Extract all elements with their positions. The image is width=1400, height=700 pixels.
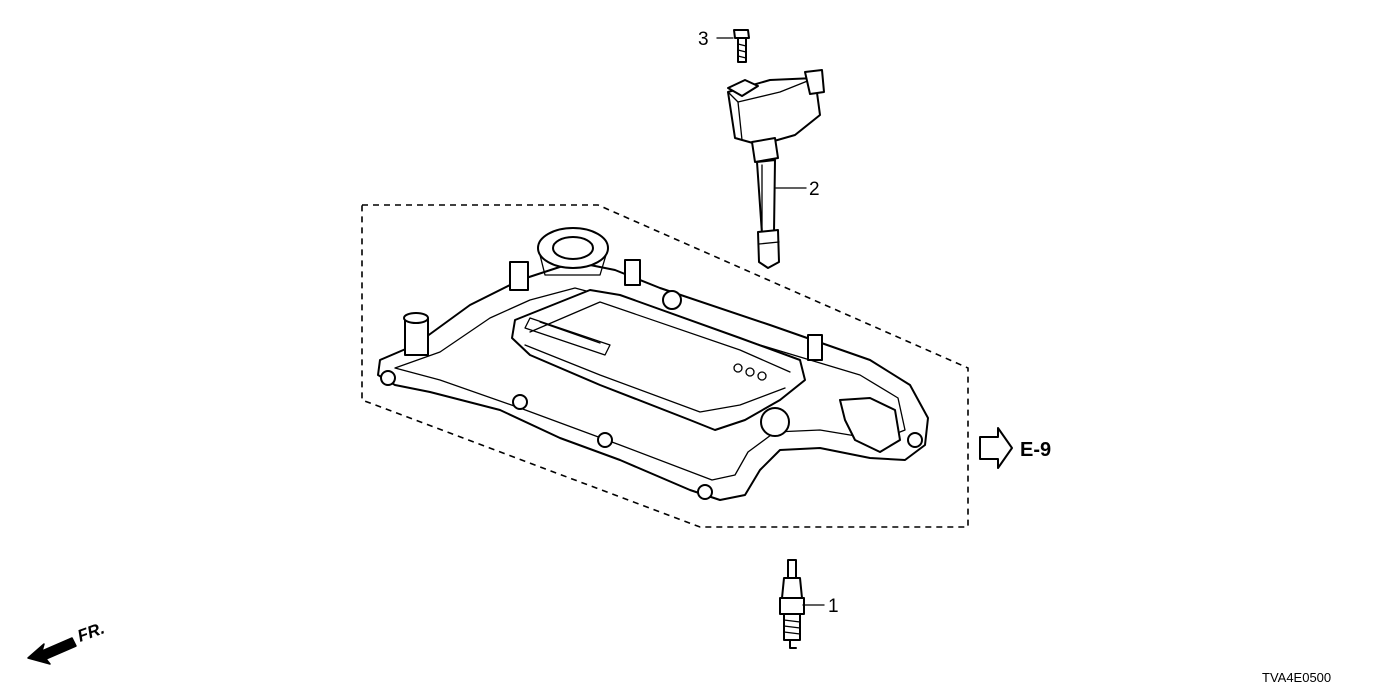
spark-plug[interactable] [779,559,805,649]
cylinder-head-cover[interactable] [377,227,929,501]
front-indicator: FR. [27,619,107,665]
reference-arrow-icon [979,427,1013,469]
ignition-coil[interactable] [727,69,825,269]
callout-spark-plug[interactable]: 1 [828,596,839,617]
bolt[interactable] [733,29,750,63]
assembly-boundary [361,204,969,528]
front-label: FR. [75,619,107,646]
reference-label[interactable]: E-9 [1020,439,1051,461]
reference-link-e9[interactable]: E-9 [979,427,1051,469]
diagram-code: TVA4E0500 [1262,670,1331,685]
callout-ignition-coil[interactable]: 2 [809,179,820,200]
front-arrow-icon [27,637,77,665]
callout-bolt[interactable]: 3 [698,29,709,50]
